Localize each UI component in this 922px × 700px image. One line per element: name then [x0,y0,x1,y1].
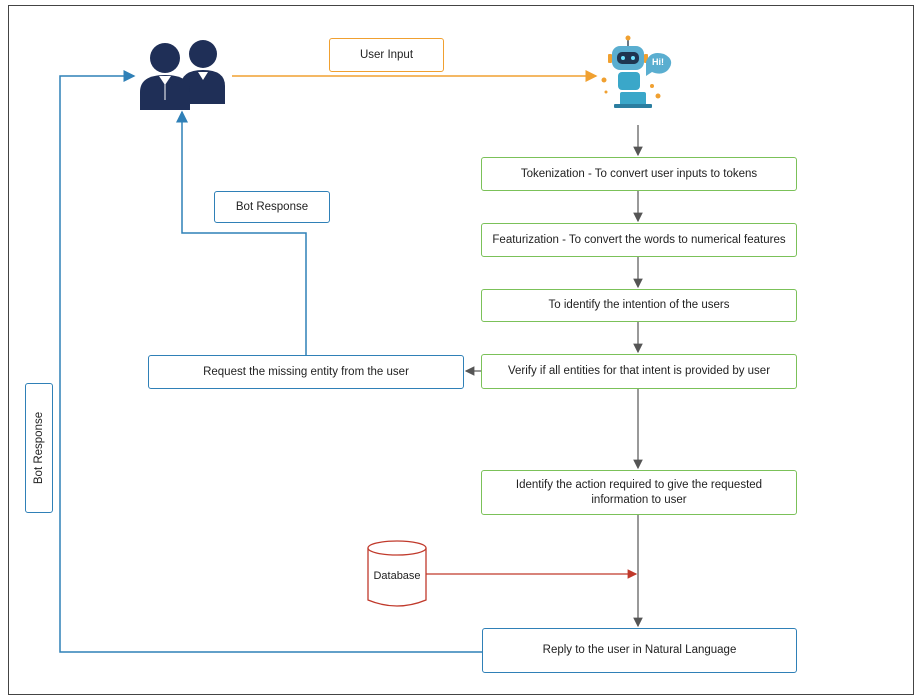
arrow-request-to-users [176,110,307,355]
reply-label: Reply to the user in Natural Language [542,644,737,656]
verify-box: Verify if all entities for that intent i… [481,354,797,389]
diagram-frame [8,5,914,695]
verify-label: Verify if all entities for that intent i… [507,365,771,377]
identify-action-label: Identify the action required to give the… [515,478,763,506]
users-icon [140,40,225,110]
tokenization-label: Tokenization - To convert user inputs to… [520,167,758,180]
bot-response-side-label: Bot Response [33,411,45,485]
database-label: Database [373,570,421,582]
bot-response-top-box: Bot Response [214,191,330,223]
reply-box: Reply to the user in Natural Language [482,628,797,673]
bot-response-top-label: Bot Response [235,200,309,213]
intent-label: To identify the intention of the users [548,299,730,311]
database-icon [367,540,427,607]
request-missing-label: Request the missing entity from the user [203,365,409,378]
identify-action-box: Identify the action required to give the… [481,470,797,515]
user-input-label: User Input [359,48,414,61]
user-input-box: User Input [329,38,444,72]
bot-response-side-box: Bot Response [25,383,53,513]
featurization-box: Featurization - To convert the words to … [481,223,797,257]
featurization-label: Featurization - To convert the words to … [492,233,786,246]
request-missing-box: Request the missing entity from the user [148,355,464,389]
arrow-reply-to-users [59,70,482,653]
tokenization-box: Tokenization - To convert user inputs to… [481,157,797,191]
chatbot-icon [601,35,672,108]
chatbot-bubble-text: Hi! [652,57,664,67]
intent-box: To identify the intention of the users [481,289,797,322]
